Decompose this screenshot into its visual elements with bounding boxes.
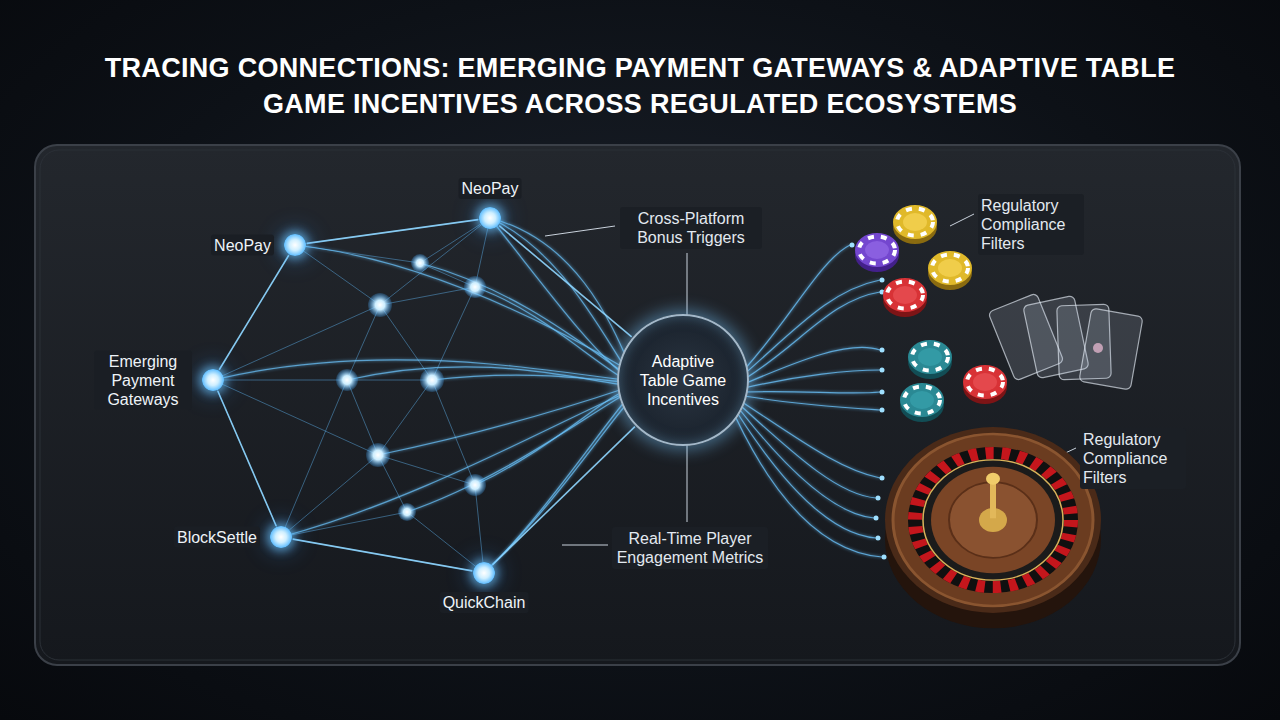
node-label: QuickChain bbox=[440, 592, 529, 613]
node-label: NeoPay bbox=[459, 178, 522, 199]
connector bbox=[218, 391, 276, 526]
connector bbox=[293, 539, 472, 571]
diagram-title: TRACING CONNECTIONS: EMERGING PAYMENT GA… bbox=[80, 50, 1200, 122]
connector-line bbox=[293, 539, 472, 571]
fan-dots bbox=[850, 243, 887, 560]
gateway-node: BlockSettle bbox=[270, 526, 292, 548]
node-label: Emerging Payment Gateways bbox=[94, 351, 192, 410]
node-label: NeoPay bbox=[211, 235, 274, 256]
connector-line bbox=[307, 220, 478, 244]
hub-circle: Adaptive Table Game Incentives bbox=[617, 314, 749, 446]
connector-line bbox=[219, 255, 289, 369]
connector bbox=[307, 220, 478, 244]
panel bbox=[35, 145, 1240, 665]
gateway-node: NeoPay bbox=[479, 207, 501, 229]
hub-text: Adaptive Table Game Incentives bbox=[633, 352, 733, 409]
annotation-label: Cross-Platform Bonus Triggers bbox=[620, 207, 762, 249]
connector bbox=[219, 255, 289, 369]
node-label: BlockSettle bbox=[174, 527, 260, 548]
connector-line bbox=[218, 391, 276, 526]
network-dots bbox=[336, 254, 486, 521]
title-bar: TRACING CONNECTIONS: EMERGING PAYMENT GA… bbox=[0, 50, 1280, 122]
connector-line bbox=[499, 226, 631, 337]
playing-cards bbox=[988, 293, 1143, 390]
gateway-node: NeoPay bbox=[284, 234, 306, 256]
annotation-label: Regulatory Compliance Filters bbox=[978, 194, 1084, 255]
gateway-node: Emerging Payment Gateways bbox=[202, 369, 224, 391]
fan-lines bbox=[736, 245, 882, 557]
data-strands bbox=[213, 218, 632, 573]
roulette-wheel bbox=[885, 427, 1101, 628]
annotation-label: Real-Time Player Engagement Metrics bbox=[612, 527, 768, 569]
connector bbox=[499, 226, 631, 337]
gateway-node: QuickChain bbox=[473, 562, 495, 584]
annotation-label: Regulatory Compliance Filters bbox=[1080, 428, 1186, 489]
